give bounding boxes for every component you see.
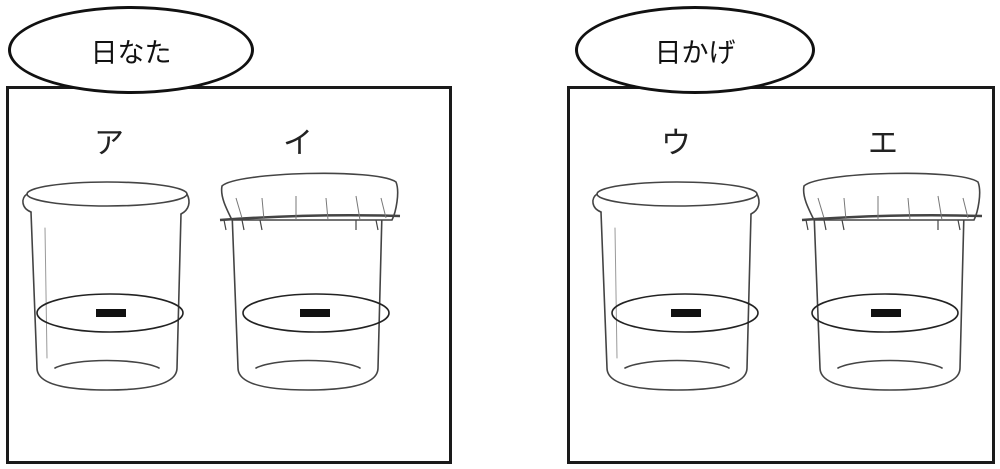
beaker-letter-i: イ	[283, 126, 313, 161]
cloth-cover	[801, 172, 983, 231]
covered-beaker-i	[219, 172, 401, 391]
beaker-letter-u: ウ	[661, 126, 691, 161]
water-level-mark	[96, 309, 126, 317]
water-surface	[36, 293, 184, 333]
sunny-label: 日なた	[8, 6, 254, 94]
covered-beaker-e	[801, 172, 983, 391]
cloth-cover	[219, 172, 401, 231]
water-surface	[811, 293, 959, 333]
open-beaker-u	[592, 181, 760, 391]
water-surface	[242, 293, 390, 333]
sunny-panel	[6, 86, 452, 464]
shade-label: 日かげ	[575, 6, 815, 94]
water-level-mark	[300, 309, 330, 317]
water-level-mark	[871, 309, 901, 317]
water-surface	[611, 293, 759, 333]
water-level-mark	[671, 309, 701, 317]
shade-panel	[567, 86, 995, 464]
open-beaker-a	[22, 181, 190, 391]
beaker-letter-e: エ	[868, 126, 898, 161]
beaker-letter-a: ア	[94, 126, 124, 161]
